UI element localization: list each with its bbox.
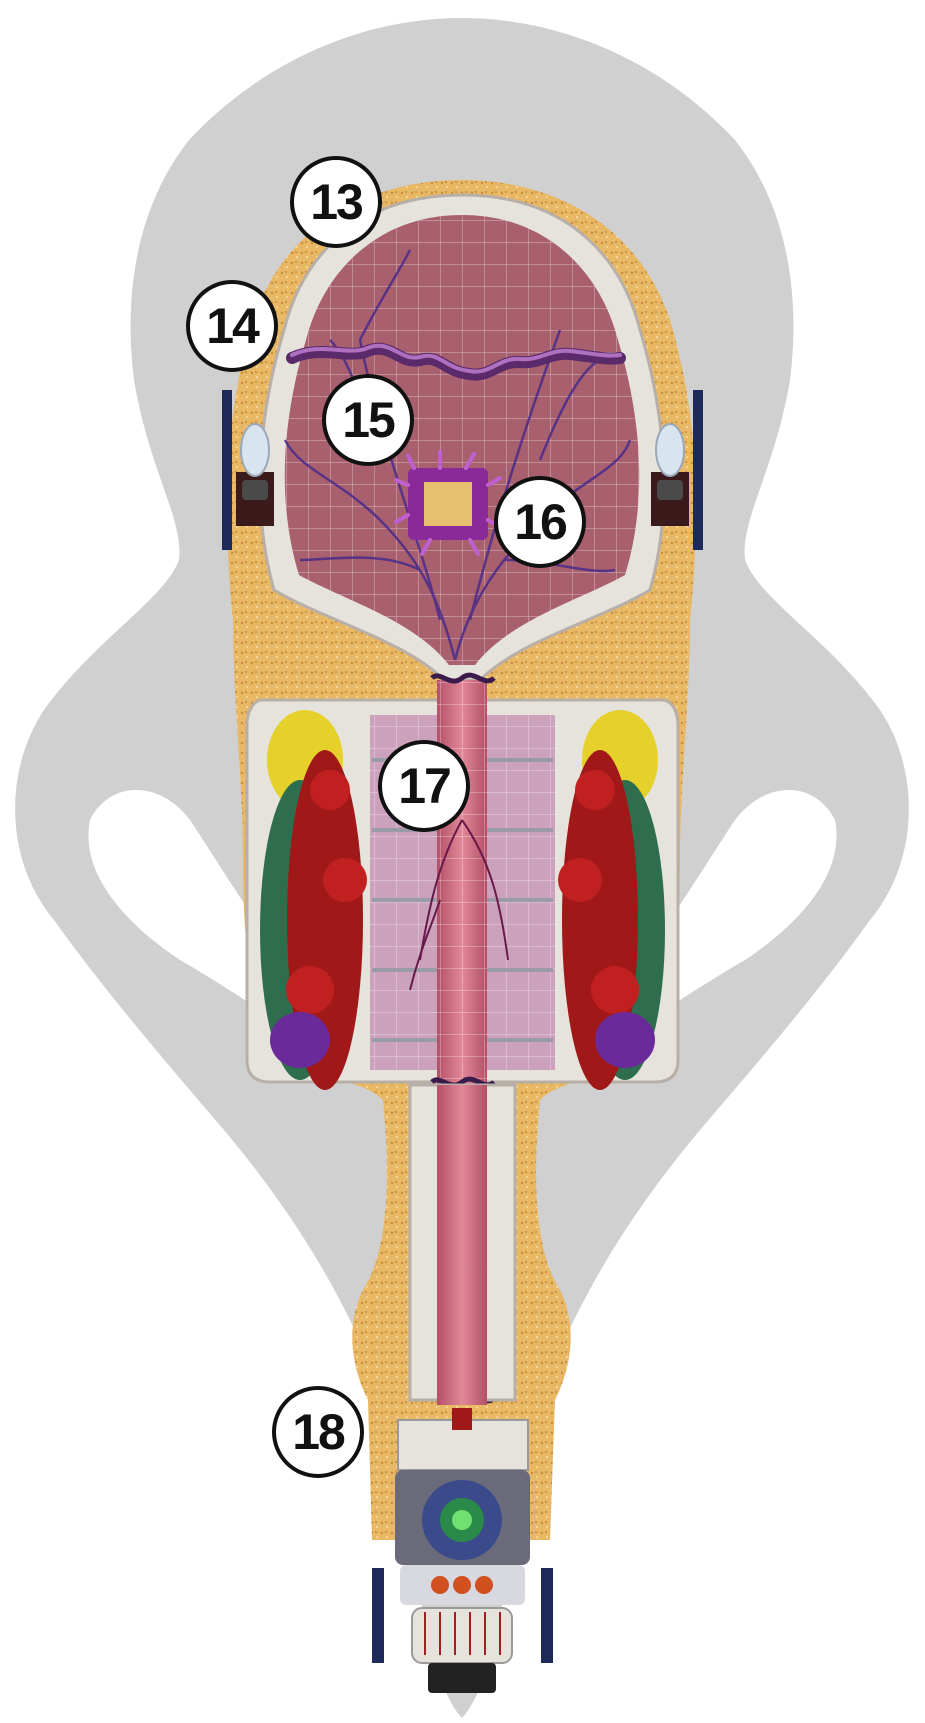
tail-device bbox=[372, 1408, 553, 1693]
tail-channel bbox=[437, 1085, 487, 1405]
callout-17: 17 bbox=[378, 740, 470, 832]
callout-18: 18 bbox=[272, 1386, 364, 1478]
callout-15: 15 bbox=[322, 374, 414, 466]
callout-14: 14 bbox=[186, 280, 278, 372]
callout-16: 16 bbox=[494, 476, 586, 568]
callout-13: 13 bbox=[290, 156, 382, 248]
